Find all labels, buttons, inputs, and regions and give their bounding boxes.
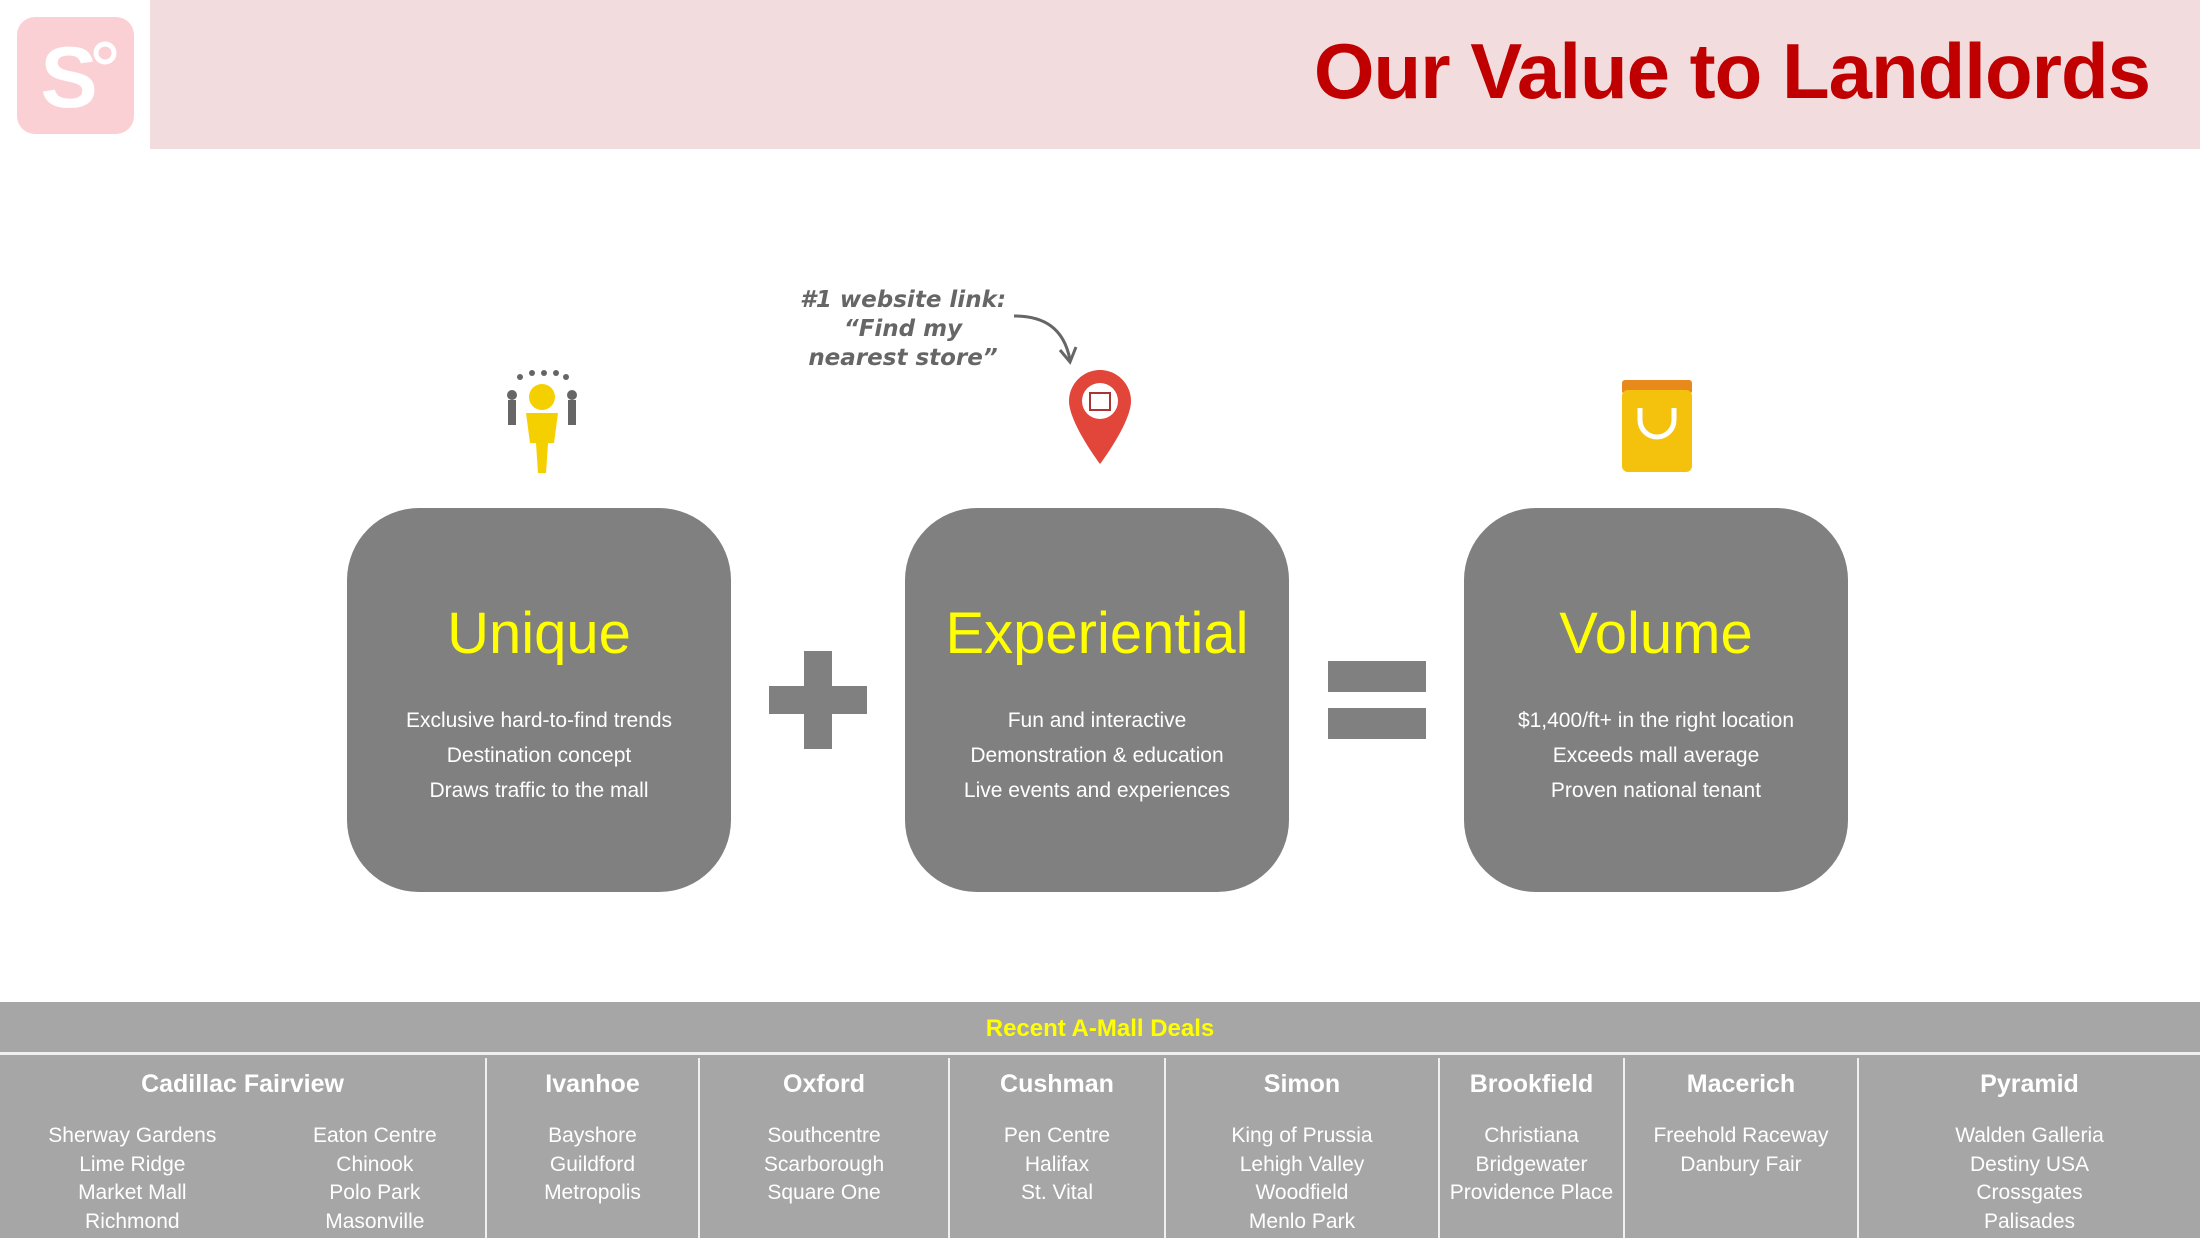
shopping-bag-icon xyxy=(1622,380,1692,472)
pillar-title: Unique xyxy=(447,601,631,666)
mall-name: Lehigh Valley xyxy=(1239,1152,1365,1176)
mall-name: St. Vital xyxy=(1021,1181,1093,1204)
pillar-line: Live events and experiences xyxy=(963,779,1231,802)
mall-name: Polo Park xyxy=(329,1181,421,1204)
landlord-name: Cushman xyxy=(1000,1070,1114,1098)
landlord-name: Cadillac Fairview xyxy=(141,1070,344,1098)
mall-name: Danbury Fair xyxy=(1680,1152,1802,1176)
mall-name: Metropolis xyxy=(544,1181,641,1204)
landlord-name: Pyramid xyxy=(1980,1070,2079,1098)
pillar-line: Draws traffic to the mall xyxy=(429,779,649,802)
mall-name: Crossgates xyxy=(1976,1181,2083,1204)
curved-arrow-icon xyxy=(1013,314,1078,365)
equals-icon xyxy=(1328,661,1426,692)
mall-name: Destiny USA xyxy=(1969,1152,2090,1176)
logo-s-icon: S xyxy=(40,31,116,121)
pillar-line: Exceeds mall average xyxy=(1552,744,1760,767)
mall-name: Providence Place xyxy=(1449,1181,1614,1204)
landlord-name: Macerich xyxy=(1686,1070,1796,1098)
pillar-title: Volume xyxy=(1559,601,1753,666)
landlord-name: Brookfield xyxy=(1469,1070,1594,1098)
store-location-pin-icon xyxy=(1069,370,1131,464)
landlord-name: Oxford xyxy=(783,1070,865,1098)
mall-name: Christiana xyxy=(1484,1124,1579,1147)
mall-name: Square One xyxy=(767,1181,881,1204)
deals-title: Recent A-Mall Deals xyxy=(0,1002,2200,1055)
pillar-line: Fun and interactive xyxy=(1007,709,1187,732)
mall-name: Market Mall xyxy=(78,1181,187,1204)
mall-name: Sherway Gardens xyxy=(48,1124,217,1147)
crowd-leader-icon xyxy=(507,370,577,473)
plus-icon-vertical xyxy=(804,651,832,749)
mall-name: Eaton Centre xyxy=(312,1124,437,1147)
mall-name: King of Prussia xyxy=(1231,1124,1373,1147)
mall-name: Lime Ridge xyxy=(79,1152,186,1176)
annotation-line: #1 website link: xyxy=(799,287,1007,313)
equals-icon-lower xyxy=(1328,708,1426,739)
mall-name: Walden Galleria xyxy=(1955,1124,2104,1147)
mall-name: Bridgewater xyxy=(1475,1152,1588,1176)
mall-name: Palisades xyxy=(1983,1209,2076,1233)
mall-name: Menlo Park xyxy=(1248,1209,1356,1233)
pillar-line: Proven national tenant xyxy=(1550,779,1762,802)
pillar-line: Exclusive hard-to-find trends xyxy=(405,709,673,732)
mall-name: Freehold Raceway xyxy=(1653,1124,1829,1147)
mall-name: Richmond xyxy=(85,1209,180,1233)
mall-name: Pen Centre xyxy=(1003,1124,1111,1147)
mall-name: Scarborough xyxy=(763,1152,885,1176)
pillar-line: $1,400/ft+ in the right location xyxy=(1517,709,1795,732)
annotation-line: nearest store” xyxy=(808,345,998,371)
mall-name: Guildford xyxy=(549,1152,636,1176)
annotation-line: “Find my xyxy=(843,316,963,342)
mall-name: Chinook xyxy=(336,1152,414,1176)
annotation-note: #1 website link: “Find my nearest store” xyxy=(783,286,1023,373)
landlord-name: Ivanhoe xyxy=(545,1070,640,1098)
pillar-line: Demonstration & education xyxy=(970,744,1224,767)
page-title: Our Value to Landlords xyxy=(1313,27,2151,115)
landlord-name: Simon xyxy=(1263,1070,1341,1098)
pillar-title: Experiential xyxy=(945,601,1249,666)
mall-name: Southcentre xyxy=(767,1124,881,1147)
header-bar xyxy=(150,0,2200,149)
brand-logo: S xyxy=(17,17,134,134)
pillar-line: Destination concept xyxy=(446,744,632,767)
mall-name: Halifax xyxy=(1024,1152,1090,1176)
svg-text:S: S xyxy=(40,31,97,121)
mall-name: Woodfield xyxy=(1255,1181,1349,1204)
mall-name: Bayshore xyxy=(548,1124,637,1147)
mall-name: Masonville xyxy=(325,1209,425,1233)
